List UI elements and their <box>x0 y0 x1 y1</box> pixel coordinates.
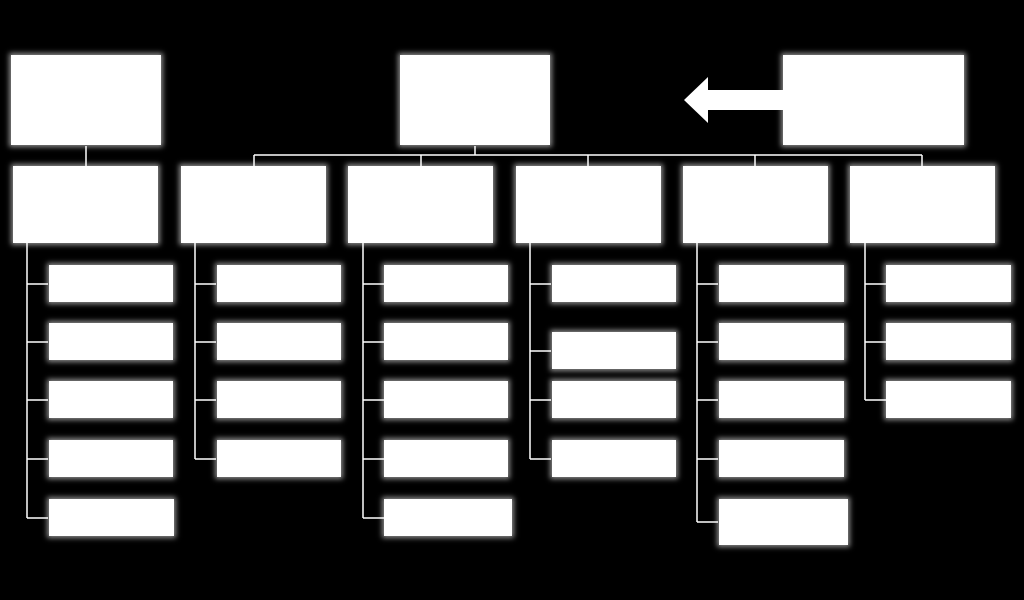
item-box <box>217 440 341 477</box>
column-header-box <box>850 166 995 243</box>
item-box <box>719 499 848 545</box>
item-box <box>49 499 174 536</box>
item-box <box>49 323 173 360</box>
item-box <box>719 440 844 477</box>
item-box <box>719 323 844 360</box>
item-box <box>49 381 173 418</box>
item-box <box>886 381 1011 418</box>
top-center-box <box>400 55 550 145</box>
column-header-box <box>516 166 661 243</box>
column-header-box <box>181 166 326 243</box>
item-box <box>886 265 1011 302</box>
item-box <box>719 265 844 302</box>
top-right-box <box>783 55 964 145</box>
item-box <box>886 323 1011 360</box>
item-box <box>384 381 508 418</box>
arrow-left-icon <box>684 77 784 123</box>
item-box <box>552 265 676 302</box>
item-box <box>552 332 676 369</box>
item-box <box>384 265 508 302</box>
item-box <box>217 323 341 360</box>
item-box <box>552 440 676 477</box>
item-box <box>49 265 173 302</box>
top-left-box <box>11 55 161 145</box>
item-box <box>384 440 508 477</box>
item-box <box>217 265 341 302</box>
item-box <box>384 323 508 360</box>
item-box <box>384 499 512 536</box>
column-header-box <box>683 166 828 243</box>
item-box <box>217 381 341 418</box>
column-header-box <box>13 166 158 243</box>
item-box <box>552 381 676 418</box>
item-box <box>49 440 173 477</box>
item-box <box>719 381 844 418</box>
column-header-box <box>348 166 493 243</box>
